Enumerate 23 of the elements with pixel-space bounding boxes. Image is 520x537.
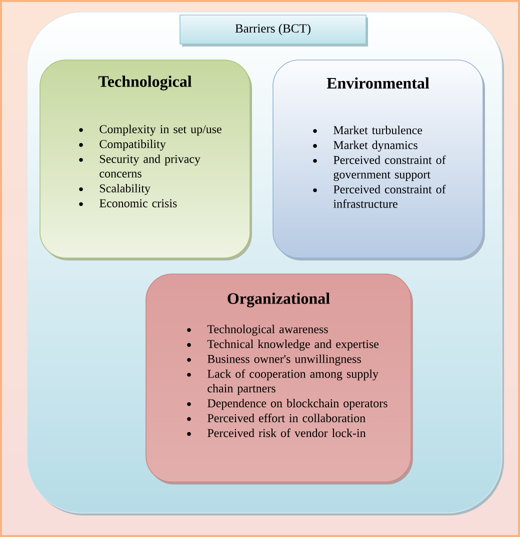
list-item: Economic crisis <box>100 199 177 208</box>
box-heading: Technological <box>98 76 192 90</box>
list-item: Perceived constraint of infrastructure <box>333 184 446 208</box>
list-item: Perceived risk of vendor lock-in <box>208 428 366 438</box>
category-box <box>146 274 413 484</box>
list-item: Market dynamics <box>334 140 418 152</box>
list-item: Technological awareness <box>207 324 328 336</box>
list-item: Perceived constraint of government support <box>334 155 446 181</box>
box-heading: Environmental <box>326 77 430 89</box>
list-item: Lack of cooperation among supply chain partners <box>208 369 378 395</box>
box-heading: Organizational <box>228 292 330 308</box>
list-item: Security and privacy concerns <box>100 154 200 178</box>
list-item: Complexity in set up/use <box>100 124 222 136</box>
list-item: Market turbulence <box>334 126 422 134</box>
category-box <box>272 60 485 260</box>
list-item: Technical knowledge and expertise <box>207 340 379 351</box>
list-item: Scalability <box>100 184 150 195</box>
list-item: Business owner's unwillingness <box>208 354 361 366</box>
list-item: Dependence on blockchain operators <box>208 398 388 410</box>
category-box <box>40 60 252 260</box>
title-box: Barriers (BCT) <box>180 14 368 46</box>
list-item: Compatibility <box>100 140 166 151</box>
list-item: Perceived effort in collaboration <box>208 414 366 422</box>
